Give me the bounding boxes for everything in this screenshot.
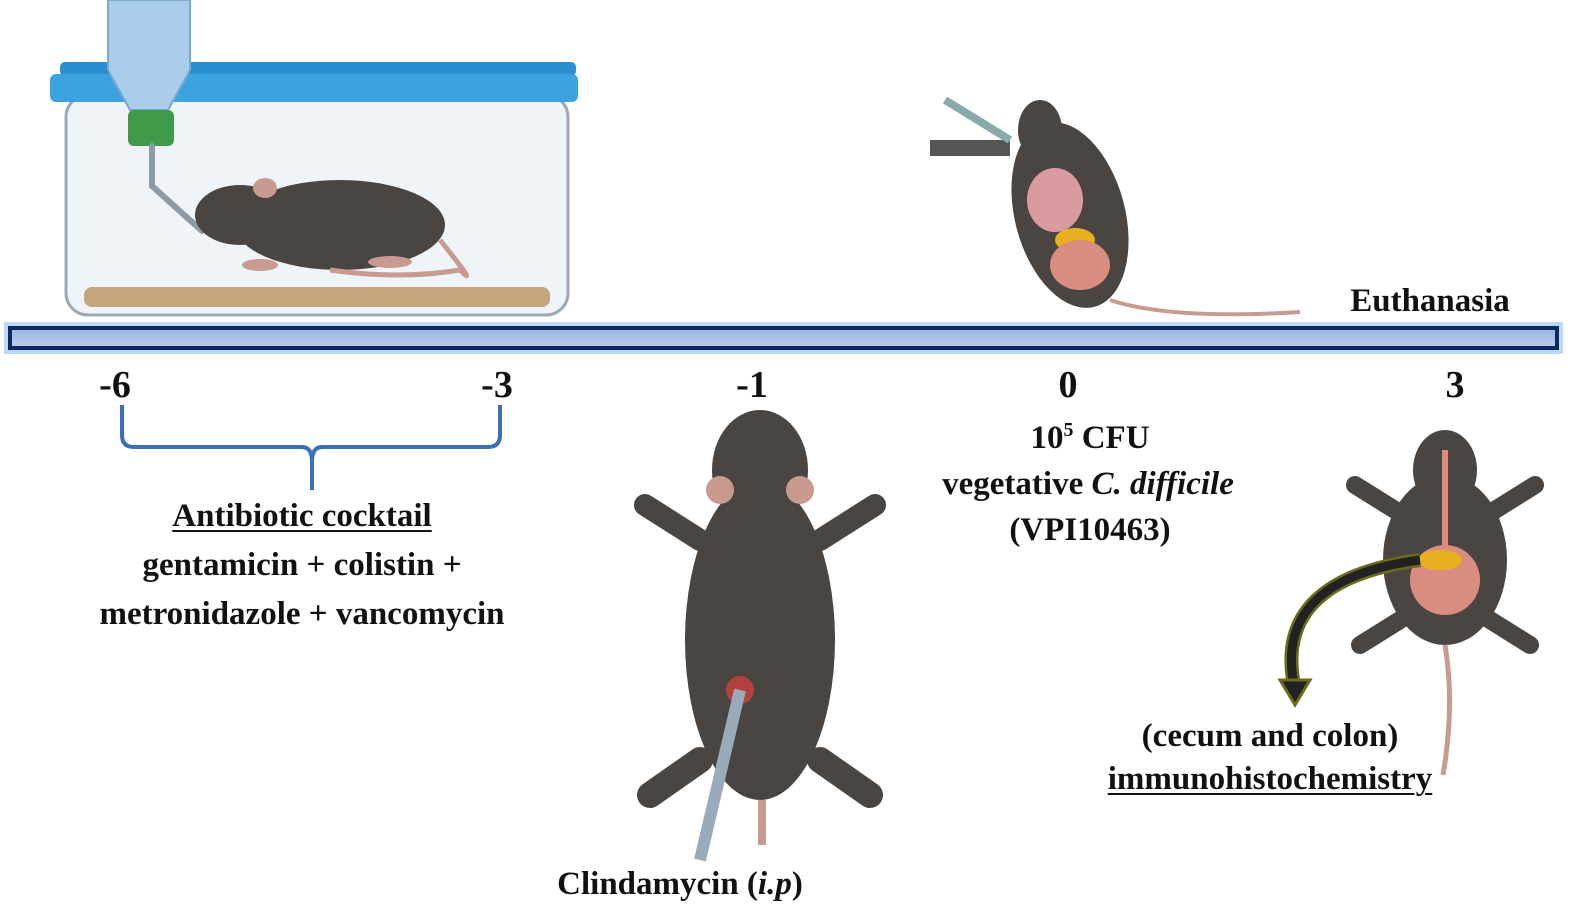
tissues-label: (cecum and colon) — [1141, 718, 1399, 754]
timeline-bar — [8, 326, 1559, 350]
injection-mouse-illustration — [634, 410, 886, 862]
antibiotic-line: gentamicin + colistin + — [142, 547, 462, 583]
organism-label: vegetative C. difficile — [942, 468, 1234, 501]
method-label: immunohistochemistry — [1107, 761, 1433, 797]
clindamycin-label: Clindamycin (i.p) — [557, 868, 803, 901]
day-range-bracket — [120, 405, 502, 490]
gavage-mouse-illustration — [930, 96, 1301, 317]
antibiotic-line: metronidazole + vancomycin — [99, 596, 505, 632]
paren-text: ) — [791, 866, 803, 902]
dose-label: 105 CFU — [1030, 420, 1149, 455]
dissected-mouse-illustration — [1277, 430, 1544, 776]
day-label: -1 — [736, 364, 768, 406]
strain-label: (VPI10463) — [1009, 512, 1171, 548]
day-label: -3 — [481, 364, 513, 406]
day-label: -6 — [99, 364, 131, 406]
mouse-drinking-illustration — [195, 178, 470, 279]
dose-unit: CFU — [1073, 420, 1150, 456]
day-label: 0 — [1058, 364, 1078, 406]
euthanasia-label: Euthanasia — [1350, 283, 1510, 319]
dose-base: 10 — [1030, 420, 1064, 456]
route-text: i.p — [757, 866, 792, 902]
antibiotic-title: Antibiotic cocktail — [172, 498, 432, 534]
clindamycin-text: Clindamycin ( — [557, 866, 758, 902]
dose-exponent: 5 — [1063, 419, 1074, 441]
day-label: 3 — [1445, 364, 1465, 406]
organism-name: C. difficile — [1091, 466, 1234, 502]
organism-prefix: vegetative — [942, 466, 1092, 502]
